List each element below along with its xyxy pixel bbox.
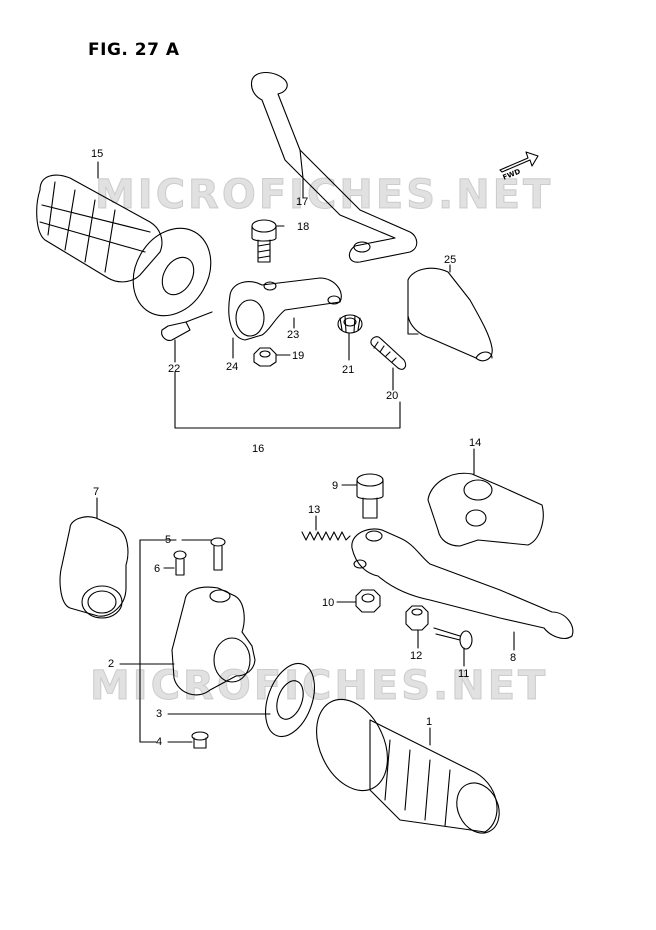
part-12-nut <box>405 605 429 631</box>
callout-20: 20 <box>386 390 399 402</box>
callout-5: 5 <box>165 534 172 546</box>
callout-2: 2 <box>108 658 115 670</box>
fwd-label: FWD <box>502 167 522 181</box>
part-10-nut <box>355 589 381 613</box>
fwd-arrow <box>499 151 539 173</box>
callout-1: 1 <box>426 716 433 728</box>
callout-9: 9 <box>332 480 339 492</box>
callout-16: 16 <box>252 443 265 455</box>
callout-4: 4 <box>156 736 163 748</box>
part-2-switch-housing <box>171 586 256 696</box>
watermark-top: MICROFICHES.NET <box>94 172 554 219</box>
callout-21: 21 <box>342 364 355 376</box>
part-15-grip-left <box>36 174 212 317</box>
callout-18: 18 <box>297 221 310 233</box>
part-4-screw <box>191 731 209 749</box>
callout-12: 12 <box>410 650 423 662</box>
part-13-spring <box>301 531 351 541</box>
callout-6: 6 <box>154 563 161 575</box>
part-7-switch-cover <box>59 516 129 619</box>
part-21-locknut <box>337 314 363 334</box>
part-1-grip-right <box>316 698 500 834</box>
callout-17: 17 <box>296 196 309 208</box>
callout-3: 3 <box>156 708 163 720</box>
figure-title: FIG. 27 A <box>88 40 180 60</box>
part-11-screw <box>433 627 473 650</box>
leader-lines <box>96 149 515 746</box>
part-5-screw <box>210 537 226 571</box>
part-14-cover <box>427 472 544 547</box>
part-18-bolt <box>251 219 277 263</box>
part-25-cover <box>407 267 493 362</box>
callout-14: 14 <box>469 437 482 449</box>
part-3-plate <box>265 662 315 738</box>
watermark-bottom: MICROFICHES.NET <box>89 663 549 710</box>
callout-10: 10 <box>322 597 335 609</box>
callout-25: 25 <box>444 254 457 266</box>
part-19-nut <box>253 347 277 367</box>
part-8-lever-lower <box>351 528 574 639</box>
callout-8: 8 <box>510 652 517 664</box>
callout-15: 15 <box>91 148 104 160</box>
part-22-screw <box>161 311 213 341</box>
part-9-bolt <box>356 473 384 519</box>
part-20-adjuster <box>370 336 407 370</box>
callout-19: 19 <box>292 350 305 362</box>
callout-7: 7 <box>93 486 100 498</box>
part-6-screw <box>173 550 187 576</box>
callout-22: 22 <box>168 363 181 375</box>
callout-23: 23 <box>287 329 300 341</box>
part-16-group-bracket <box>174 371 401 429</box>
callout-11: 11 <box>458 668 470 680</box>
callout-13: 13 <box>308 504 321 516</box>
callout-24: 24 <box>226 361 239 373</box>
part-17-lever-upper <box>250 71 418 263</box>
part-23-bracket <box>228 277 342 341</box>
